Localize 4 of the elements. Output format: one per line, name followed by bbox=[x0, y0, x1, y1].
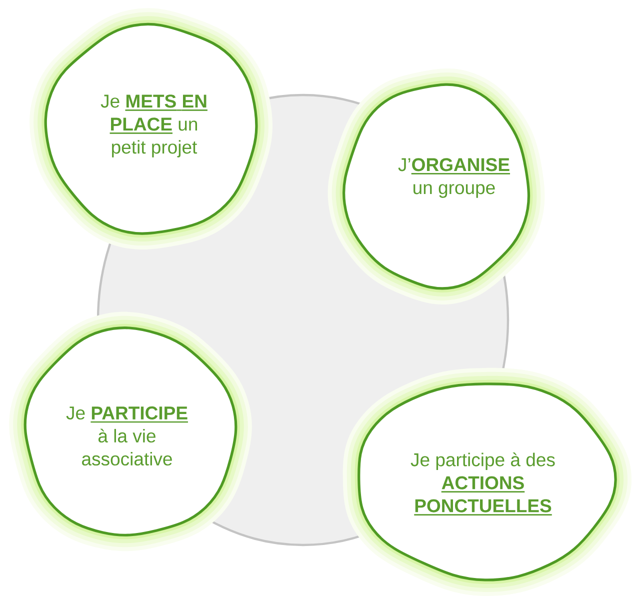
circle-node: J’ORGANISE un groupe bbox=[328, 68, 545, 304]
circle-node: Je participe à des ACTIONS PONCTUELLES bbox=[342, 368, 632, 596]
circle-node: Je PARTICIPE à la vie associative bbox=[9, 312, 252, 552]
circle-node: Je METS EN PLACE un petit projet bbox=[30, 8, 272, 250]
